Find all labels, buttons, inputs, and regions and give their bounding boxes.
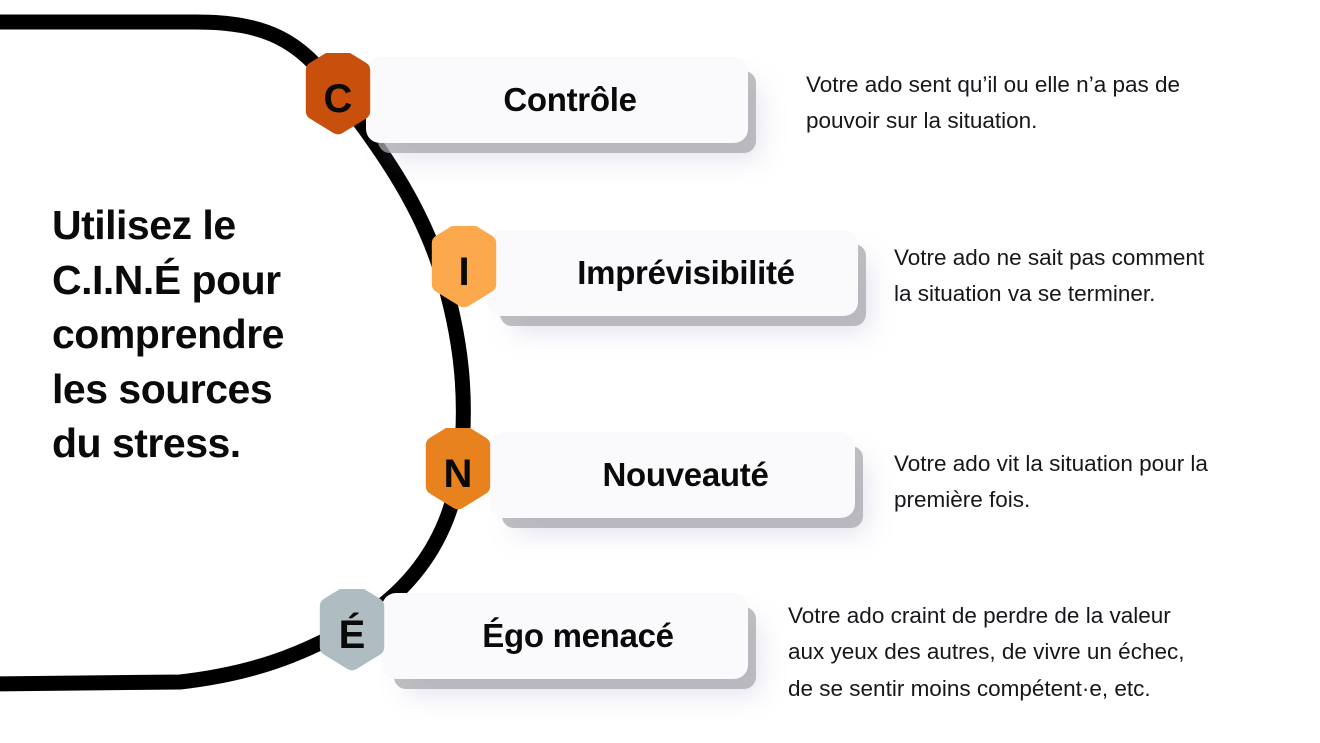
hexagon-letter-e: É xyxy=(338,612,366,657)
card-label-nouveaute: Nouveauté xyxy=(602,456,769,493)
label-card-imprevisibilite[interactable]: Imprévisibilité xyxy=(488,230,858,316)
description-nouveaute: Votre ado vit la situation pour la premi… xyxy=(894,451,1208,513)
label-card-controle[interactable]: Contrôle xyxy=(366,57,748,143)
label-card-ego-menace[interactable]: Égo menacé xyxy=(382,593,748,679)
card-label-ego-menace: Égo menacé xyxy=(482,617,674,654)
hexagon-badge-e-icon[interactable]: É xyxy=(306,589,398,681)
hexagon-letter-i: I xyxy=(458,249,470,294)
hexagon-letter-n: N xyxy=(443,451,473,496)
description-controle: Votre ado sent qu’il ou elle n’a pas de … xyxy=(806,72,1181,134)
hexagon-badge-c-icon[interactable]: C xyxy=(292,53,384,145)
card-label-controle: Contrôle xyxy=(503,81,637,118)
description-ego-menace: Votre ado craint de perdre de la valeur … xyxy=(788,603,1185,701)
page-title: Utilisez le C.I.N.É pour comprendre les … xyxy=(52,202,284,467)
hexagon-badge-n-icon[interactable]: N xyxy=(412,428,504,520)
description-imprevisibilite: Votre ado ne sait pas comment la situati… xyxy=(894,245,1205,307)
card-label-imprevisibilite: Imprévisibilité xyxy=(577,254,795,291)
hexagon-letter-c: C xyxy=(323,76,353,121)
label-card-nouveaute[interactable]: Nouveauté xyxy=(490,432,855,518)
hexagon-badge-i-icon[interactable]: I xyxy=(418,226,510,318)
